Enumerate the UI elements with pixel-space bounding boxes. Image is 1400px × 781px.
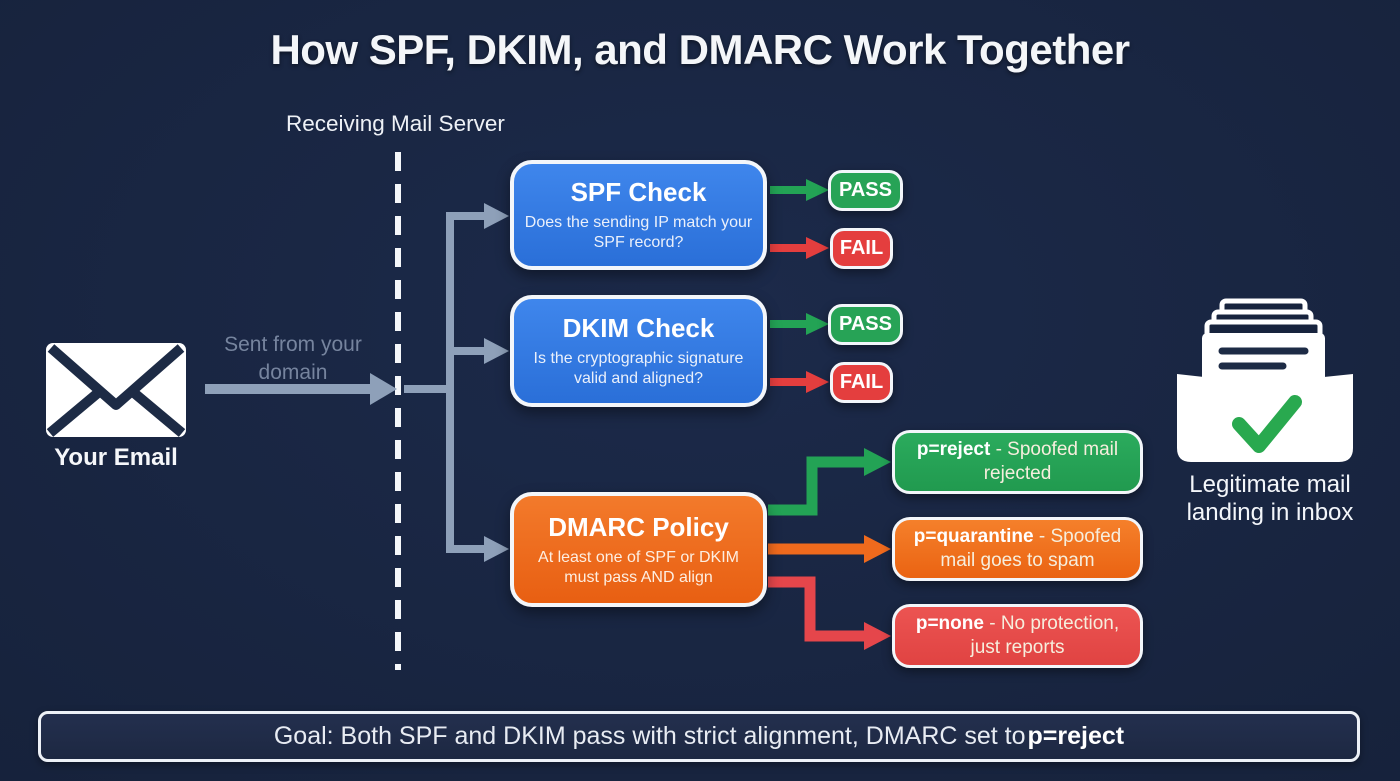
dkim-check-box: DKIM Check Is the cryptographic signatur… [510, 295, 767, 407]
dmarc-none-arrow [768, 576, 891, 650]
spf-fail-arrow [770, 237, 829, 259]
outcome-none-badge: p=none - No protection, just reports [892, 604, 1143, 668]
sent-mail-arrow [205, 373, 450, 405]
dkim-pass-badge: PASS [828, 304, 903, 345]
spf-check-description: Does the sending IP match your SPF recor… [524, 214, 753, 251]
outcome-none-policy: p=none [915, 613, 984, 635]
spf-fail-badge: FAIL [830, 228, 893, 269]
your-email-label: Your Email [54, 444, 178, 471]
dkim-fail-badge: FAIL [830, 362, 893, 403]
inbox-tray [1177, 374, 1353, 462]
page-title: How SPF, DKIM, and DMARC Work Together [270, 26, 1130, 73]
goal-highlight: p=reject [1027, 722, 1125, 750]
sent-from-domain-label: Sent from your domain [224, 333, 362, 384]
dkim-fail-arrow [770, 371, 829, 393]
receiving-mail-server-label: Receiving Mail Server [286, 111, 505, 136]
outcome-quarantine-badge: p=quarantine - Spoofed mail goes to spam [892, 517, 1143, 581]
branch-arrows [446, 203, 509, 562]
envelope-icon [46, 343, 186, 437]
green-checkmark [1232, 395, 1302, 453]
outcome-quarantine-policy: p=quarantine [913, 526, 1034, 548]
goal-text: Goal: Both SPF and DKIM pass with strict… [273, 722, 1026, 750]
stacked-letters [1202, 298, 1325, 395]
outcome-reject-badge: p=reject - Spoofed mail rejected [892, 430, 1143, 494]
goal-banner: Goal: Both SPF and DKIM pass with strict… [38, 711, 1360, 762]
outcome-reject-description: - Spoofed mail rejected [983, 439, 1119, 484]
dmarc-quarantine-arrow [768, 535, 891, 563]
dmarc-policy-description: At least one of SPF or DKIM must pass AN… [538, 548, 739, 586]
dkim-check-description: Is the cryptographic signature valid and… [533, 350, 744, 387]
legitimate-mail-label: Legitimate mail landing in inbox [1186, 471, 1354, 526]
spf-pass-arrow [770, 179, 829, 201]
outcome-reject-policy: p=reject [916, 439, 991, 461]
dkim-check-title: DKIM Check [562, 313, 715, 343]
outcome-quarantine-description: - Spoofed mail goes to spam [940, 526, 1122, 571]
spf-pass-badge: PASS [828, 170, 903, 211]
outcome-none-description: - No protection, just reports [970, 613, 1120, 658]
inbox-checkmark-icon [1177, 298, 1353, 462]
dkim-pass-arrow [770, 313, 829, 335]
dmarc-policy-title: DMARC Policy [548, 511, 729, 542]
spf-check-box: SPF Check Does the sending IP match your… [510, 160, 767, 270]
dmarc-policy-box: DMARC Policy At least one of SPF or DKIM… [510, 492, 767, 607]
dmarc-reject-arrow [768, 448, 891, 516]
spf-check-title: SPF Check [570, 177, 707, 207]
